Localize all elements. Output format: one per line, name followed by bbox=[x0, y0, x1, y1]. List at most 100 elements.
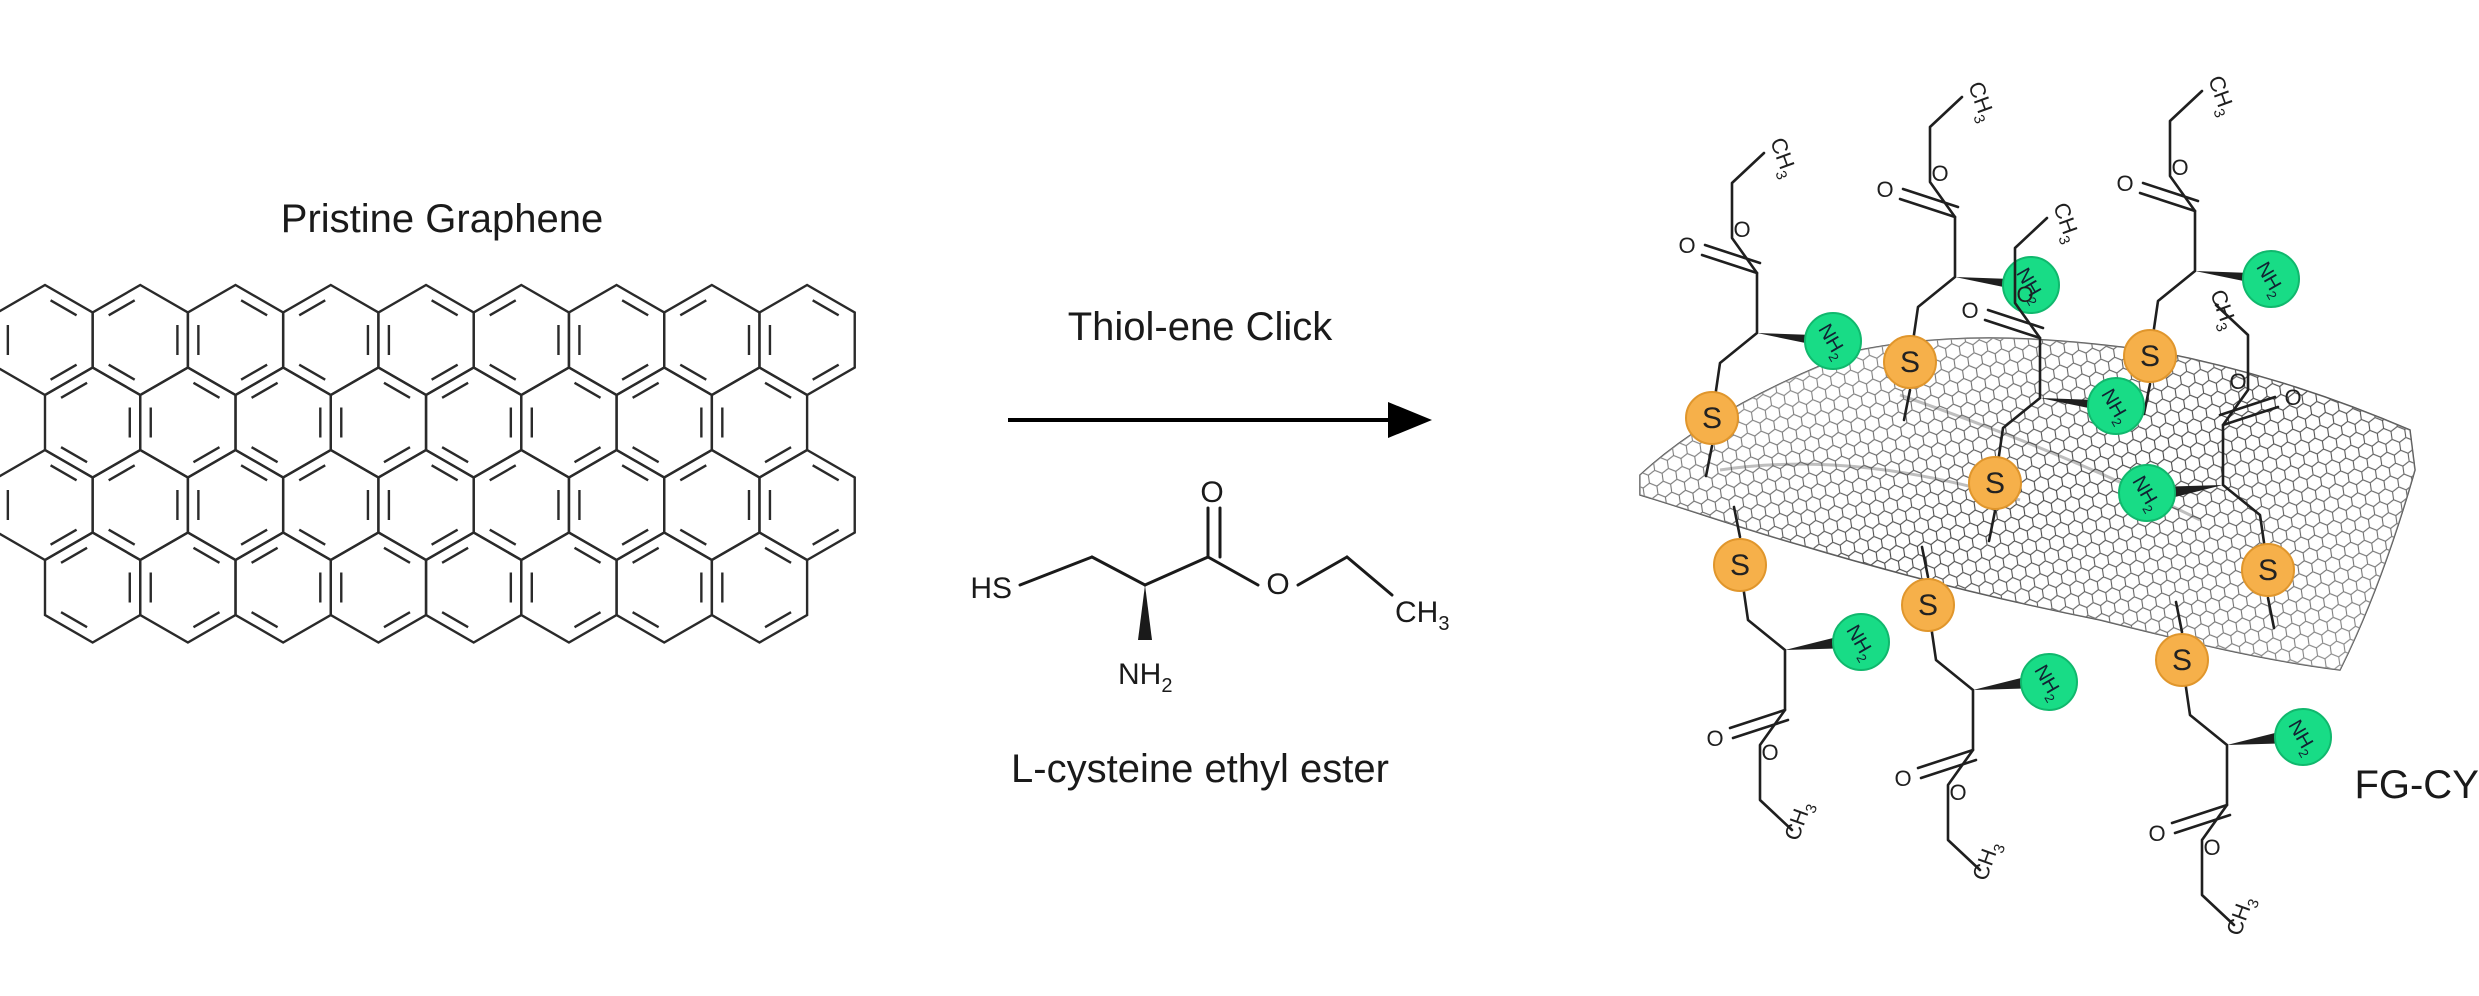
double-bond bbox=[298, 363, 326, 381]
double-bond bbox=[441, 611, 469, 629]
double-bond bbox=[298, 528, 326, 546]
double-bond bbox=[108, 464, 136, 482]
methyl-group: CH3 bbox=[1761, 134, 1803, 182]
double-bond bbox=[192, 446, 221, 464]
amine-ball bbox=[2274, 708, 2332, 766]
double-bond bbox=[192, 381, 221, 399]
graphene-ring bbox=[520, 531, 618, 644]
double-bond bbox=[679, 363, 707, 381]
sulfur-ball bbox=[1883, 335, 1937, 389]
graphene-ring bbox=[710, 366, 809, 479]
ester-oxygen: O bbox=[2171, 155, 2188, 180]
product-name: FG-CYS bbox=[2354, 763, 2479, 807]
double-bond bbox=[60, 611, 88, 629]
graphene-ring bbox=[234, 531, 332, 644]
double-bond bbox=[489, 528, 517, 546]
graphene-ring bbox=[0, 448, 94, 562]
double-bond bbox=[764, 611, 792, 629]
carbonyl-oxygen: O bbox=[1894, 766, 1911, 791]
reaction-label: Thiol-ene Click bbox=[1068, 305, 1334, 349]
carbonyl-oxygen: O bbox=[2148, 821, 2165, 846]
double-bond bbox=[679, 528, 707, 546]
double-bond bbox=[298, 464, 326, 482]
double-bond bbox=[489, 363, 517, 381]
graphene-ring bbox=[567, 283, 666, 397]
double-bond bbox=[621, 363, 649, 381]
amine-ball bbox=[2002, 256, 2060, 314]
double-bond bbox=[250, 611, 279, 629]
double-bond bbox=[632, 546, 660, 564]
amine-ball bbox=[1804, 312, 1862, 370]
double-bond bbox=[812, 528, 840, 546]
graphene-ring bbox=[234, 366, 332, 479]
double-bond bbox=[240, 299, 268, 317]
sulfur-ball bbox=[1685, 391, 1739, 445]
double-bond bbox=[108, 299, 136, 317]
double-bond bbox=[679, 299, 707, 317]
double-bond bbox=[60, 446, 88, 464]
amine-ball bbox=[2118, 464, 2176, 522]
sulfur-label: S bbox=[1900, 346, 1920, 379]
graphene-lattice bbox=[0, 283, 856, 644]
sulfur-ball bbox=[2123, 329, 2177, 383]
double-bond bbox=[632, 611, 660, 629]
amine-ball bbox=[1832, 613, 1890, 671]
graphene-ring bbox=[758, 448, 856, 562]
double-bond bbox=[764, 546, 792, 564]
methyl-group: CH3 bbox=[1959, 78, 2001, 126]
sulfur-label: S bbox=[1918, 589, 1938, 622]
cysteine-ester-structure: O O HS NH2 CH3 bbox=[970, 476, 1449, 697]
double-bond bbox=[192, 546, 221, 564]
sulfur-label: S bbox=[2140, 340, 2160, 373]
double-bond bbox=[489, 299, 517, 317]
double-bond bbox=[441, 546, 469, 564]
sulfur-label: S bbox=[1730, 549, 1750, 582]
double-bond bbox=[108, 528, 136, 546]
graphene-ring bbox=[139, 531, 237, 644]
ester-oxygen: O bbox=[2016, 282, 2033, 307]
double-bond bbox=[764, 381, 792, 399]
graphene-ring bbox=[377, 283, 475, 397]
double-bond bbox=[621, 299, 649, 317]
carbonyl-oxygen: O bbox=[1876, 177, 1893, 202]
sulfur-ball bbox=[2155, 633, 2209, 687]
graphene-ring bbox=[377, 448, 475, 562]
functionalized-graphene: OOCH3NH2SOOCH3NH2SOOCH3NH2SOOCH3NH2SOOCH… bbox=[1639, 72, 2416, 939]
double-bond bbox=[812, 299, 840, 317]
sulfur-label: S bbox=[2172, 644, 2192, 677]
double-bond bbox=[49, 528, 78, 546]
graphene-ring bbox=[281, 283, 380, 397]
sulfur-label: S bbox=[2258, 554, 2278, 587]
graphene-ring bbox=[186, 283, 285, 397]
sulfur-label: S bbox=[1702, 402, 1722, 435]
ester-oxygen: O bbox=[1733, 217, 1750, 242]
carbonyl-oxygen: O bbox=[2116, 171, 2133, 196]
graphene-ring bbox=[91, 448, 190, 562]
graphene-ring bbox=[758, 283, 856, 397]
double-bond bbox=[573, 611, 602, 629]
double-bond bbox=[679, 464, 707, 482]
double-bond bbox=[298, 299, 326, 317]
amine-ball bbox=[2020, 653, 2078, 711]
double-bond bbox=[431, 528, 459, 546]
double-bond bbox=[240, 528, 268, 546]
methyl-group: CH3 bbox=[2199, 72, 2241, 120]
double-bond bbox=[60, 381, 88, 399]
double-bond bbox=[250, 446, 279, 464]
ester-oxygen: O bbox=[2203, 835, 2220, 860]
double-bond bbox=[240, 363, 268, 381]
double-bond bbox=[489, 464, 517, 482]
reagent-name: L-cysteine ethyl ester bbox=[1011, 747, 1389, 791]
double-bond bbox=[49, 363, 78, 381]
methyl-group: CH3 bbox=[1779, 797, 1821, 845]
graphene-ring bbox=[139, 366, 237, 479]
double-bond bbox=[49, 299, 78, 317]
sulfur-ball bbox=[1968, 456, 2022, 510]
methyl-group: CH3 bbox=[2044, 199, 2086, 247]
